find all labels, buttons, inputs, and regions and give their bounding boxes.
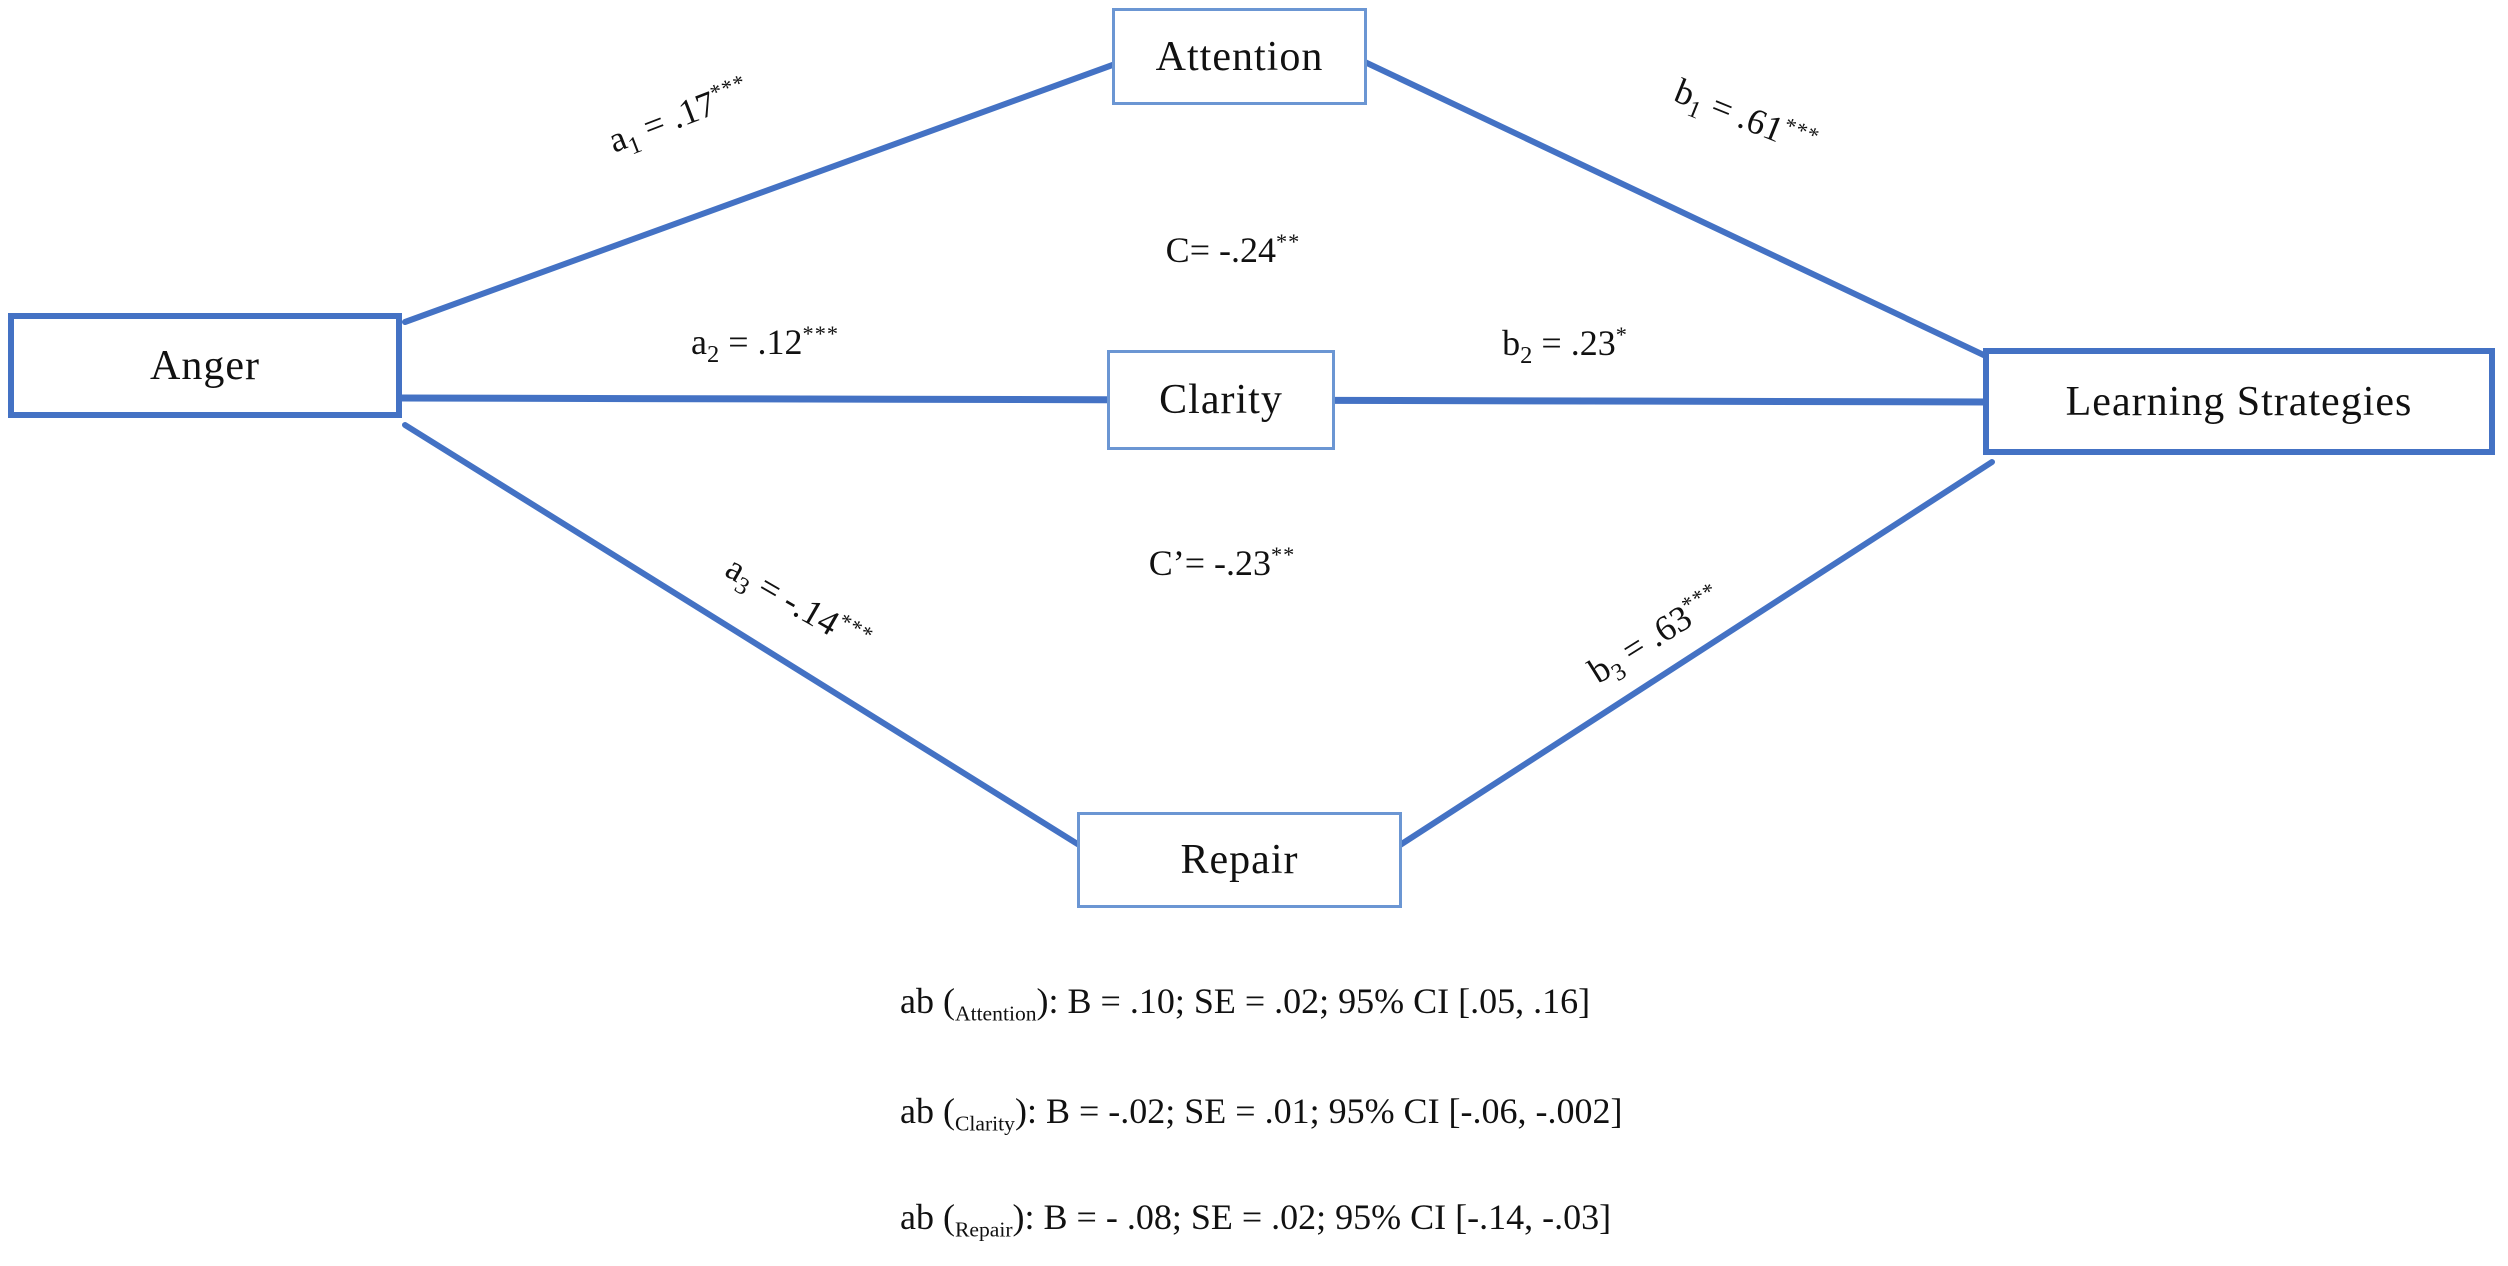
note-attention-mediator: Attention bbox=[954, 1001, 1037, 1026]
note-repair-mediator: Repair bbox=[954, 1217, 1013, 1242]
path-a2-value: .12 bbox=[757, 321, 803, 362]
node-repair-label: Repair bbox=[1180, 837, 1299, 883]
node-clarity: Clarity bbox=[1107, 350, 1335, 450]
path-b2-var: b bbox=[1502, 322, 1521, 363]
path-b2-subscript: 2 bbox=[1520, 342, 1533, 370]
line-a1 bbox=[402, 52, 1143, 325]
path-a2-equals: = bbox=[719, 321, 758, 362]
note-indirect-clarity: ab (Clarity): B = -.02; SE = .01; 95% CI… bbox=[900, 1090, 1623, 1137]
note-repair-prefix: ab ( bbox=[900, 1197, 955, 1237]
node-attention-label: Attention bbox=[1155, 33, 1324, 80]
path-a2-var: a bbox=[691, 321, 707, 362]
line-b3 bbox=[1377, 459, 1995, 861]
line-a3 bbox=[402, 422, 1103, 861]
path-label-c-total: C= -.24** bbox=[1166, 229, 1301, 271]
path-label-c-direct: C’= -.23** bbox=[1149, 542, 1296, 584]
note-clarity-prefix: ab ( bbox=[900, 1091, 955, 1131]
path-c-var: C bbox=[1165, 230, 1190, 270]
node-clarity-label: Clarity bbox=[1159, 377, 1283, 423]
path-label-a2: a2 = .12*** bbox=[691, 321, 839, 369]
note-attention-prefix: ab ( bbox=[900, 981, 955, 1021]
path-c-equals: = bbox=[1189, 230, 1220, 270]
note-indirect-repair: ab (Repair): B = - .08; SE = .02; 95% CI… bbox=[900, 1196, 1611, 1243]
note-repair-stats: ): B = - .08; SE = .02; 95% CI [-.14, -.… bbox=[1012, 1197, 1612, 1237]
path-c-significance: ** bbox=[1276, 229, 1301, 254]
path-c-prime-var: C’ bbox=[1148, 543, 1185, 583]
note-indirect-attention: ab (Attention): B = .10; SE = .02; 95% C… bbox=[900, 980, 1590, 1027]
node-anger-label: Anger bbox=[150, 342, 260, 389]
path-a2-subscript: 2 bbox=[706, 341, 720, 369]
note-clarity-stats: ): B = -.02; SE = .01; 95% CI [-.06, -.0… bbox=[1014, 1091, 1623, 1131]
path-b2-equals: = bbox=[1532, 322, 1571, 363]
node-anger: Anger bbox=[8, 313, 402, 418]
path-label-b2: b2 = .23* bbox=[1502, 322, 1628, 370]
path-c-prime-significance: ** bbox=[1271, 542, 1296, 567]
path-b2-value: .23 bbox=[1570, 322, 1616, 363]
node-attention: Attention bbox=[1112, 8, 1367, 105]
note-attention-stats: ): B = .10; SE = .02; 95% CI [.05, .16] bbox=[1036, 981, 1591, 1021]
path-a2-significance: *** bbox=[802, 320, 839, 346]
path-c-prime-value: -.23 bbox=[1214, 543, 1271, 583]
node-repair: Repair bbox=[1077, 812, 1402, 908]
node-learning-strategies-label: Learning Strategies bbox=[2065, 378, 2413, 425]
path-c-value: -.24 bbox=[1219, 230, 1277, 270]
node-learning-strategies: Learning Strategies bbox=[1983, 348, 2495, 455]
line-b1 bbox=[1347, 52, 1993, 361]
path-b2-significance: * bbox=[1615, 321, 1628, 347]
path-c-prime-equals: = bbox=[1184, 543, 1214, 583]
note-clarity-mediator: Clarity bbox=[954, 1111, 1015, 1136]
